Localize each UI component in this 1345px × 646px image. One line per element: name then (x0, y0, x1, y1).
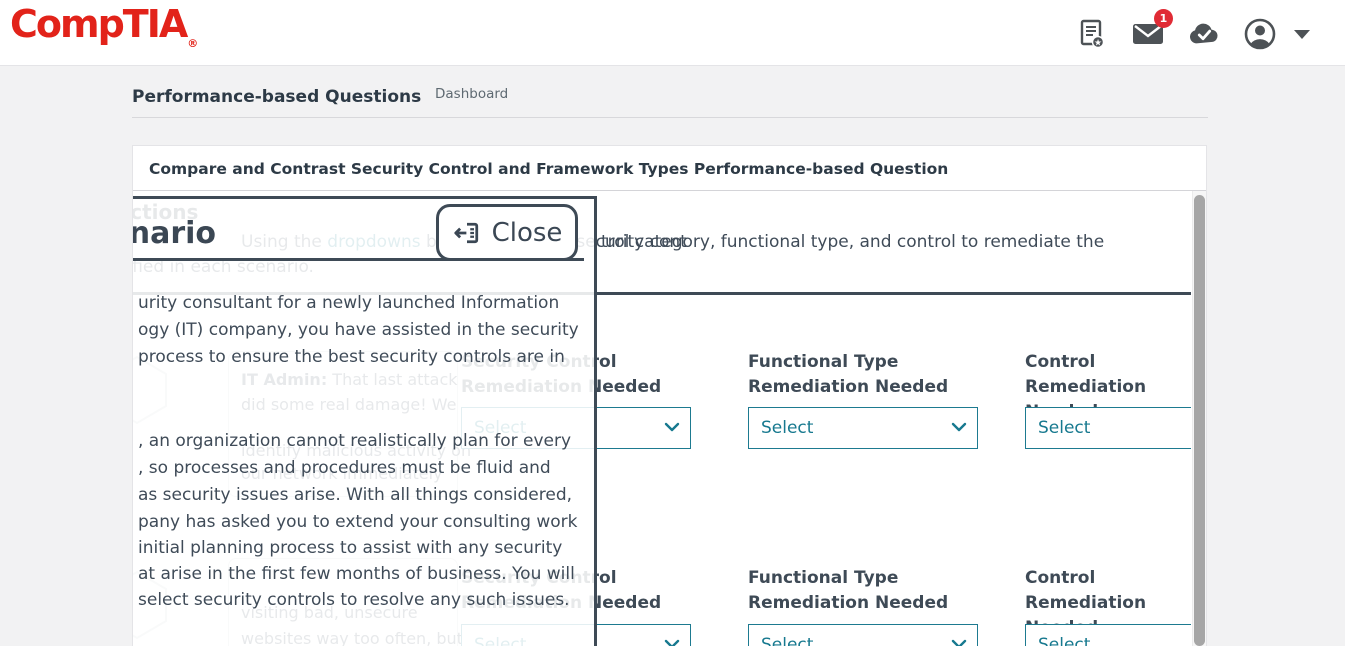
select-value: Select (761, 418, 814, 438)
select-value: Select (761, 635, 814, 646)
header-icon-group: ★ 1 (1076, 9, 1310, 50)
form-col-control-remediation-2: Control Remediation Needed Select (1025, 566, 1191, 646)
functional-type-select[interactable]: Select (748, 407, 978, 449)
scenario-text-line: urity consultant for a newly launched In… (138, 293, 560, 313)
question-card: Compare and Contrast Security Control an… (132, 145, 1207, 646)
functional-type-select-2[interactable]: Select (748, 624, 978, 646)
scenario-text-line: , so processes and procedures must be fl… (138, 458, 551, 478)
card-header: Compare and Contrast Security Control an… (133, 146, 1206, 191)
field-label: Functional Type Remediation Needed (748, 352, 949, 397)
svg-text:★: ★ (1094, 39, 1102, 49)
logo-registered-mark: ® (187, 37, 198, 50)
chevron-down-icon (951, 639, 967, 646)
scenario-text-line: pany has asked you to extend your consul… (138, 512, 578, 532)
section-divider (133, 292, 1191, 295)
control-remediation-select-2[interactable]: Select (1025, 624, 1191, 646)
question-title: Compare and Contrast Security Control an… (149, 160, 949, 178)
certificate-icon[interactable]: ★ (1076, 18, 1108, 50)
mail-icon[interactable]: 1 (1132, 9, 1173, 50)
scenario-text-line: ogy (IT) company, you have assisted in t… (138, 320, 579, 340)
exit-icon (453, 222, 478, 243)
page-title: Performance-based Questions (132, 87, 422, 107)
logo-text: CompTIA (10, 2, 188, 46)
control-remediation-select[interactable]: Select (1025, 407, 1191, 449)
chevron-down-icon (664, 422, 680, 432)
select-value: Select (1038, 635, 1091, 646)
form-col-control-remediation: Control Remediation Needed Select (1025, 350, 1191, 449)
comptia-logo: CompTIA® (10, 2, 198, 50)
chevron-down-icon (664, 639, 680, 646)
scenario-text-line: process to ensure the best security cont… (138, 347, 565, 367)
field-label: Functional Type Remediation Needed (748, 568, 949, 613)
form-col-functional-type: Functional Type Remediation Needed Selec… (748, 350, 978, 449)
top-header-bar: CompTIA® ★ 1 (0, 0, 1345, 66)
scroll-clip-area: Instructions Using the dropdowns below, … (133, 191, 1191, 646)
account-icon[interactable] (1244, 18, 1276, 50)
close-button[interactable]: Close (436, 204, 578, 261)
scenario-text-line: as security issues arise. With all thing… (138, 485, 573, 505)
mail-badge: 1 (1154, 9, 1173, 28)
cloud-check-icon[interactable] (1188, 18, 1220, 50)
scenario-heading: Scenario (133, 216, 217, 251)
modal-header-divider (133, 258, 584, 261)
scenario-text-line: , an organization cannot realistically p… (138, 431, 572, 451)
card-body: Instructions Using the dropdowns below, … (133, 191, 1206, 646)
caret-down-icon[interactable] (1294, 29, 1310, 39)
instructions-line1-visible: trol category, functional type, and cont… (601, 232, 1105, 252)
chevron-down-icon (951, 422, 967, 432)
scenario-text-line: at arise in the first few months of busi… (138, 564, 575, 584)
scenario-text-line: select security controls to resolve any … (138, 590, 570, 610)
nav-dashboard-link[interactable]: Dashboard (435, 86, 509, 102)
scenario-modal: Scenario Close urity consulta (133, 196, 597, 646)
scrollbar-thumb[interactable] (1193, 195, 1205, 646)
form-col-functional-type-2: Functional Type Remediation Needed Selec… (748, 566, 978, 646)
close-button-label: Close (491, 217, 563, 248)
page-divider (132, 117, 1208, 118)
scenario-text-line: initial planning process to assist with … (138, 538, 563, 558)
select-value: Select (1038, 418, 1091, 438)
